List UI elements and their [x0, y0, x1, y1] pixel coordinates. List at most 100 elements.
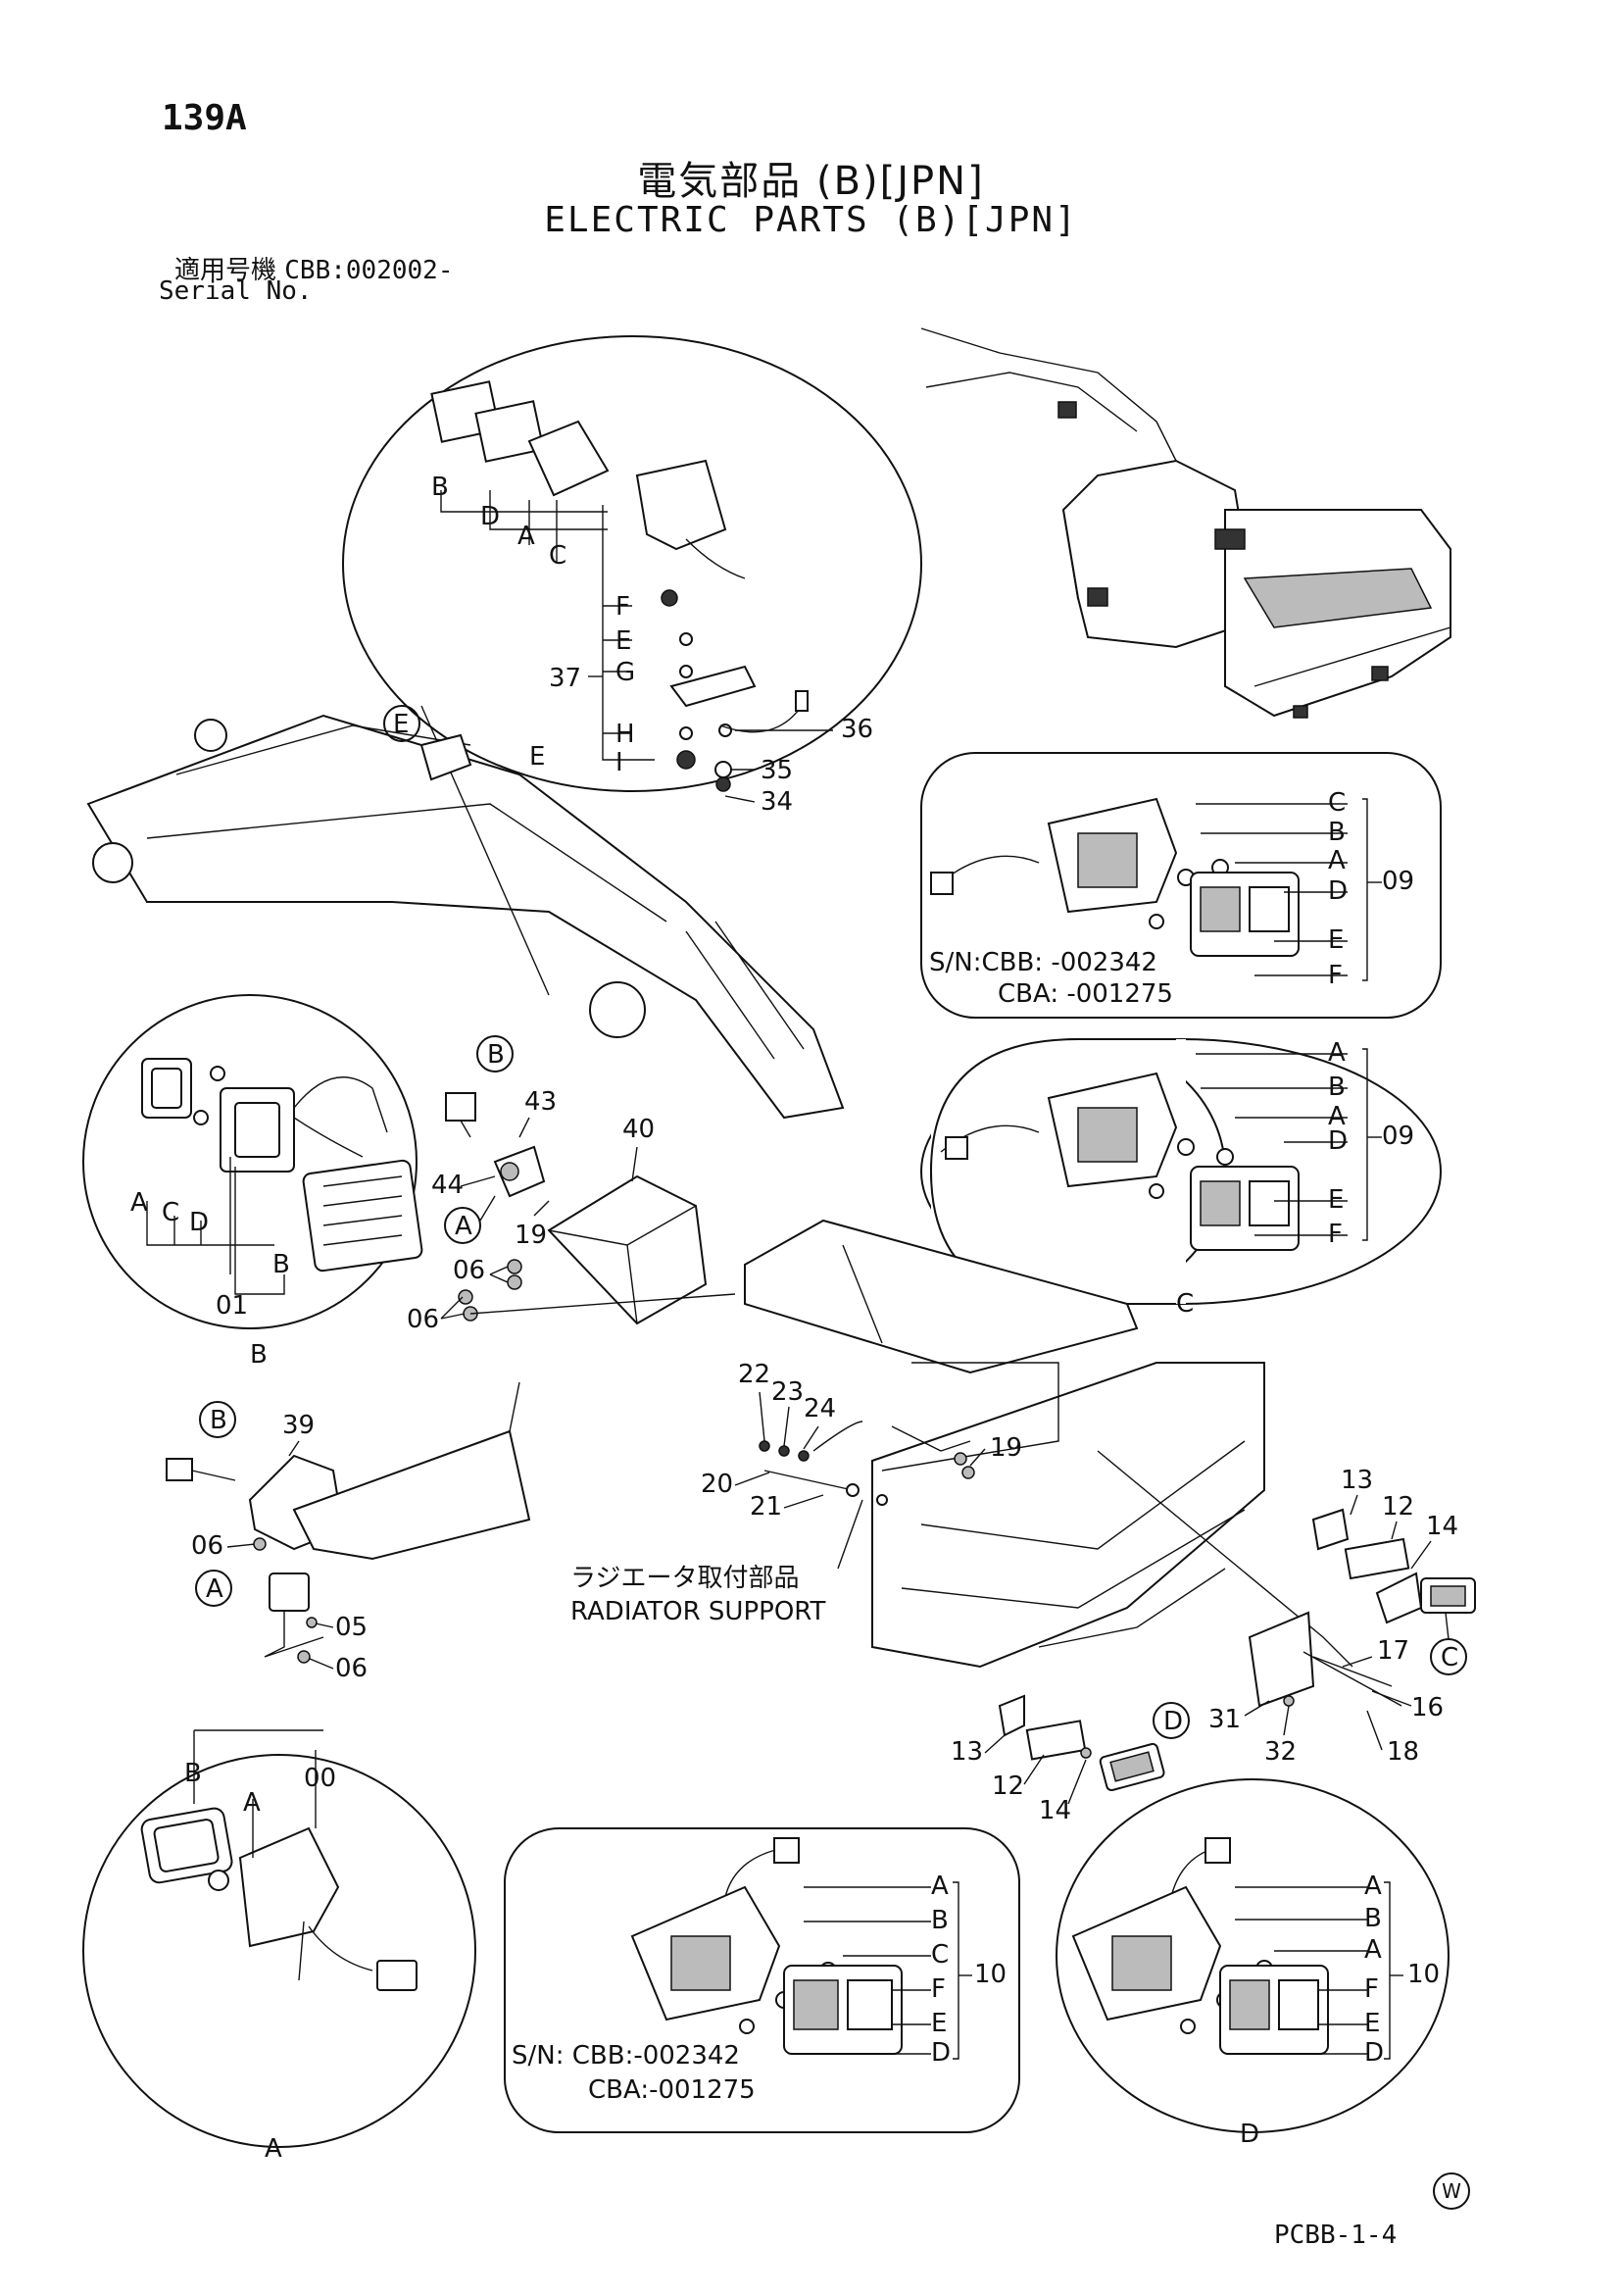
ref-e: E [393, 710, 409, 739]
callout-06: 06 [191, 1531, 223, 1561]
callout-32: 32 [1264, 1737, 1297, 1767]
detail-c-oval: A B A D E F 09 C [920, 1038, 1442, 1319]
label-b: B [1328, 1073, 1346, 1102]
label-a: A [1328, 1102, 1346, 1131]
serial-label-english: Serial No. [159, 276, 313, 306]
callout-06: 06 [453, 1256, 485, 1285]
page-title-english: ELECTRIC PARTS (B)[JPN] [544, 200, 1078, 240]
callout-05: 05 [335, 1613, 368, 1642]
center-lamp-bracket-group: B 43 40 44 A 19 06 06 [407, 1035, 736, 1334]
label-d: D [931, 2038, 951, 2068]
label-d: D [1328, 876, 1348, 906]
serial-range-1: S/N: CBB:-002342 [512, 2041, 740, 2071]
label-c: C [549, 541, 566, 571]
left-lamp-mount-group: B 39 06 A 05 06 [166, 1381, 531, 1683]
group-number: 10 [974, 1960, 1007, 1989]
label-g: G [615, 658, 635, 687]
detail-rear-lamp-oval-lower: A B C F E D 10 S/N: CBB:-002342 CBA:-001… [504, 1827, 1020, 2133]
detail-a-circle: B A 00 A [82, 1729, 476, 2164]
detail-e-oval: B D A C F E G H I 37 36 35 34 E [342, 335, 922, 817]
detail-b-circle: A C D B 01 B [82, 994, 423, 1370]
label-f: F [1328, 1220, 1343, 1249]
label-a: A [1364, 1935, 1382, 1965]
callout-13: 13 [951, 1737, 983, 1767]
excavator-body-illustration [920, 327, 1451, 719]
serial-range-1: S/N:CBB: -002342 [929, 948, 1157, 977]
callout-20: 20 [701, 1470, 733, 1499]
label-i: I [615, 748, 623, 777]
callout-43: 43 [524, 1087, 557, 1117]
callout-23: 23 [771, 1377, 804, 1407]
callout-18: 18 [1387, 1737, 1419, 1767]
label-a: A [1364, 1872, 1382, 1901]
label-d: D [1364, 2038, 1384, 2068]
ref-a: A [455, 1212, 472, 1241]
callout-34: 34 [761, 787, 793, 817]
callout-14: 14 [1039, 1796, 1071, 1825]
group-number: 37 [549, 664, 581, 693]
label-a: A [130, 1188, 148, 1218]
group-number: 09 [1382, 1122, 1414, 1151]
label-b: B [272, 1250, 290, 1279]
callout-39: 39 [282, 1411, 315, 1440]
label-a: A [931, 1872, 949, 1901]
label-a: A [243, 1788, 261, 1818]
callout-12: 12 [992, 1772, 1024, 1801]
group-number: 00 [304, 1764, 336, 1793]
serial-line: 適用号機 CBB:002002- [174, 250, 453, 286]
label-e: E [931, 2009, 947, 2038]
label-a: A [1328, 1038, 1346, 1068]
label-c: C [1328, 788, 1346, 818]
label-e: E [1328, 925, 1344, 955]
label-f: F [615, 592, 630, 622]
callout-36: 36 [841, 715, 873, 744]
callout-40: 40 [622, 1115, 655, 1144]
ref-d: D [1163, 1707, 1183, 1736]
boom-illustration: E [86, 705, 845, 1120]
detail-rear-lamp-oval-upper: C B A D E F 09 S/N:CBB: -002342 CBA: -00… [920, 752, 1442, 1019]
callout-16: 16 [1411, 1693, 1444, 1722]
label-a: A [1328, 846, 1346, 875]
radiator-support-frame [744, 1219, 1353, 1669]
group-number: 10 [1407, 1960, 1440, 1989]
detail-d-oval: A B A F E D 10 D [1056, 1778, 1450, 2149]
detail-caption: C [1176, 1289, 1194, 1319]
detail-caption: E [529, 742, 545, 772]
callout-35: 35 [761, 756, 793, 785]
serial-label-japanese: 適用号機 [174, 256, 277, 285]
serial-value: CBB:002002- [284, 256, 454, 285]
watermark-w-icon: W [1433, 2172, 1470, 2210]
drawing-code: PCBB-1-4 [1274, 2221, 1398, 2250]
ref-b: B [487, 1040, 505, 1070]
label-f: F [1328, 961, 1343, 990]
right-bumper-lamp-group: 13 12 14 C 17 16 31 32 18 [1208, 1466, 1476, 1767]
group-number: 09 [1382, 867, 1414, 896]
label-a: A [517, 522, 535, 551]
serial-range-2: CBA: -001275 [998, 979, 1173, 1009]
label-e: E [1328, 1185, 1344, 1215]
label-b: B [1328, 818, 1346, 847]
label-h: H [615, 720, 635, 749]
serial-range-2: CBA:-001275 [588, 2075, 756, 2105]
label-c: C [931, 1940, 949, 1970]
detail-caption: A [265, 2134, 282, 2164]
label-d: D [1328, 1126, 1348, 1156]
callout-06: 06 [407, 1305, 439, 1334]
callout-12: 12 [1382, 1492, 1414, 1522]
label-d: D [189, 1208, 209, 1237]
ref-a: A [206, 1574, 223, 1604]
label-f: F [931, 1974, 946, 2004]
callout-17: 17 [1377, 1636, 1409, 1666]
page-title-japanese: 電気部品 (B)[JPN] [637, 159, 985, 204]
callout-24: 24 [804, 1394, 836, 1423]
group-number: 01 [216, 1291, 248, 1321]
callout-06: 06 [335, 1654, 368, 1683]
label-f: F [1364, 1974, 1379, 2004]
detail-caption: B [250, 1340, 268, 1370]
detail-caption: D [1240, 2120, 1259, 2149]
callout-44: 44 [431, 1171, 464, 1200]
label-b: B [431, 473, 449, 502]
ref-c: C [1441, 1643, 1458, 1672]
page-number: 139A [162, 98, 247, 138]
